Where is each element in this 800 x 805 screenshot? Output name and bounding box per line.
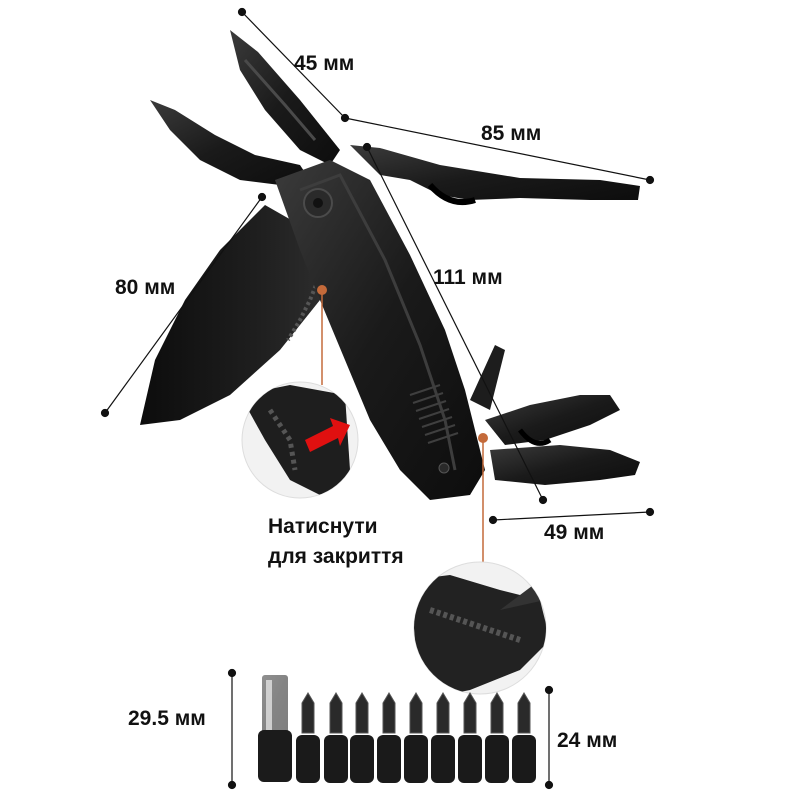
bit-tip [301, 692, 315, 734]
dim-bits: 24 мм [557, 729, 618, 752]
bit-socket [377, 735, 401, 783]
bits-row [296, 692, 536, 783]
bit-tip [463, 692, 477, 734]
bit-socket [350, 735, 374, 783]
bit-tip [355, 692, 369, 734]
bit-tip [382, 692, 396, 734]
measure-lines [100, 7, 655, 790]
opener-arm [350, 145, 640, 206]
bit-socket [296, 735, 320, 783]
bit-tip [329, 692, 343, 734]
bit-socket [431, 735, 455, 783]
dim-pliers: 45 мм [294, 52, 355, 75]
release-callout [241, 285, 359, 499]
press-to-close-caption: Натиснути для закриття [268, 512, 404, 572]
pliers-jaws [150, 30, 340, 185]
bit-tip [490, 692, 504, 734]
bit-tip [517, 692, 531, 734]
caption-line-1: Натиснути [268, 515, 378, 538]
handle [275, 160, 485, 500]
dim-blade: 80 мм [115, 276, 176, 299]
bit-socket [512, 735, 536, 783]
bit-tip [409, 692, 423, 734]
press-arrow-icon [305, 418, 350, 452]
bit-socket [458, 735, 482, 783]
bottom-tools [470, 345, 640, 485]
dim-bottom-tools: 49 мм [544, 521, 605, 544]
dim-bit-holder: 29.5 мм [128, 707, 206, 730]
bit-tip [436, 692, 450, 734]
lock-callout [413, 433, 547, 695]
knife-blade [140, 205, 330, 425]
dim-handle: 111 мм [433, 266, 503, 289]
dim-opener: 85 мм [481, 122, 542, 145]
bit-set [258, 675, 536, 783]
bit-socket [485, 735, 509, 783]
bit-holder [258, 675, 292, 782]
bit-socket [324, 735, 348, 783]
caption-line-2: для закриття [268, 545, 404, 568]
bit-socket [404, 735, 428, 783]
